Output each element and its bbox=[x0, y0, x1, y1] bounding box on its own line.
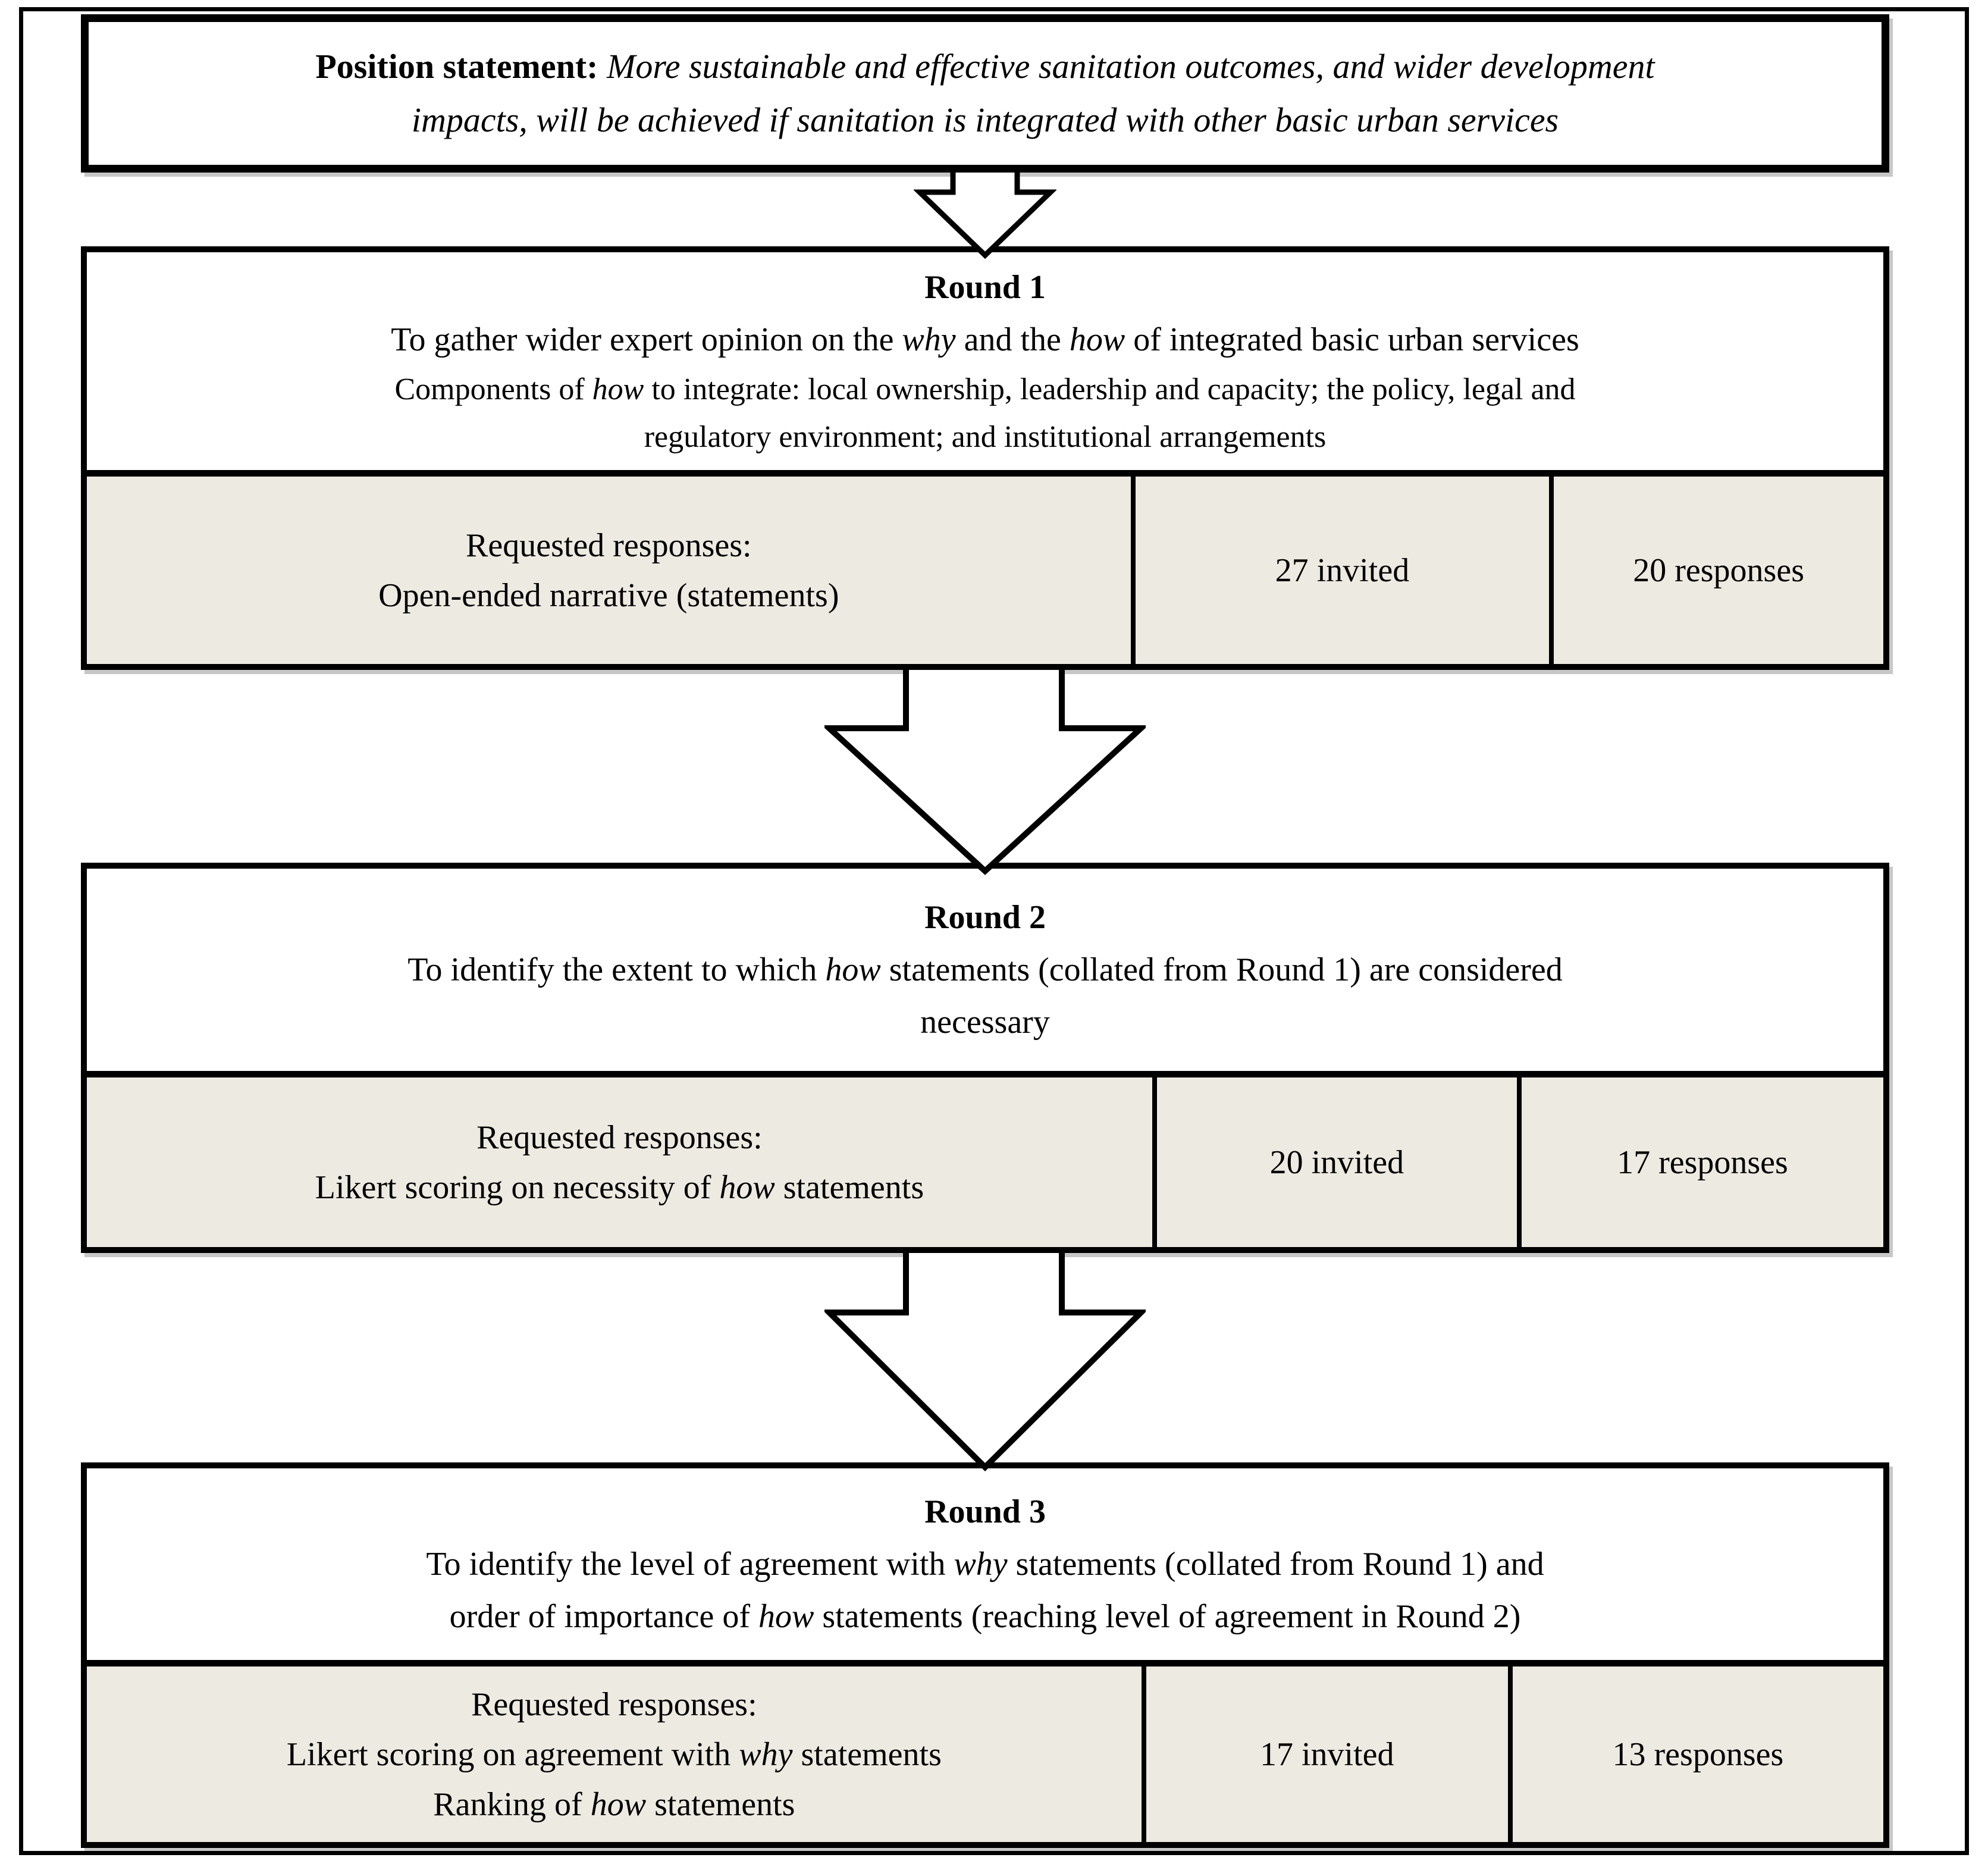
round-2-title: Round 2 bbox=[924, 899, 1046, 936]
round-3-purpose-line-1: To identify the level of agreement with … bbox=[426, 1546, 1544, 1583]
position-statement-line-2: impacts, will be achieved if sanitation … bbox=[411, 101, 1559, 139]
round-3-requested-responses-cell: Requested responses: Likert scoring on a… bbox=[87, 1666, 1142, 1842]
down-arrow-icon bbox=[824, 670, 1146, 875]
round-1-requested-type: Open-ended narrative (statements) bbox=[378, 577, 839, 614]
round-3-responses-cell: 13 responses bbox=[1507, 1666, 1883, 1842]
round-2-header: Round 2 To identify the extent to which … bbox=[87, 869, 1883, 1071]
round-1-invited-cell: 27 invited bbox=[1130, 477, 1550, 664]
round-1-title: Round 1 bbox=[924, 269, 1046, 306]
round-2-requested-label: Requested responses: bbox=[476, 1119, 763, 1156]
figure-outer-frame bbox=[19, 7, 1969, 1855]
down-arrow-icon bbox=[914, 173, 1056, 259]
round-2-box: Round 2 To identify the extent to which … bbox=[81, 863, 1889, 1253]
round-3-requested-type-2: Ranking of how statements bbox=[433, 1785, 795, 1823]
round-3-detail-row: Requested responses: Likert scoring on a… bbox=[87, 1660, 1883, 1842]
round-2-purpose-line-1: To identify the extent to which how stat… bbox=[407, 951, 1563, 988]
arrow-round-1-to-round-2 bbox=[824, 670, 1146, 877]
round-1-invited-count: 27 invited bbox=[1275, 552, 1410, 589]
arrow-round-2-to-round-3 bbox=[824, 1253, 1146, 1472]
round-1-requested-responses-cell: Requested responses: Open-ended narrativ… bbox=[87, 477, 1131, 664]
round-3-invited-count: 17 invited bbox=[1260, 1736, 1394, 1773]
round-2-invited-count: 20 invited bbox=[1269, 1144, 1404, 1181]
round-3-invited-cell: 17 invited bbox=[1141, 1666, 1508, 1842]
round-3-purpose-line-2: order of importance of how statements (r… bbox=[449, 1598, 1521, 1635]
round-1-components-line-1: Components of how to integrate: local ow… bbox=[394, 372, 1576, 406]
round-1-components-line-2: regulatory environment; and institutiona… bbox=[644, 420, 1327, 454]
position-statement-box: Position statement: More sustainable and… bbox=[81, 14, 1889, 173]
round-3-header: Round 3 To identify the level of agreeme… bbox=[87, 1468, 1883, 1660]
round-1-responses-cell: 20 responses bbox=[1549, 477, 1883, 664]
round-2-responses-cell: 17 responses bbox=[1516, 1077, 1883, 1247]
round-3-responses-count: 13 responses bbox=[1612, 1736, 1784, 1773]
round-3-requested-label: Requested responses: bbox=[471, 1686, 757, 1723]
round-1-header: Round 1 To gather wider expert opinion o… bbox=[87, 252, 1883, 470]
round-1-purpose: To gather wider expert opinion on the wh… bbox=[391, 321, 1579, 358]
round-2-detail-row: Requested responses: Likert scoring on n… bbox=[87, 1071, 1883, 1247]
round-1-detail-row: Requested responses: Open-ended narrativ… bbox=[87, 470, 1883, 664]
round-3-title: Round 3 bbox=[924, 1493, 1046, 1530]
round-2-purpose-line-2: necessary bbox=[920, 1004, 1050, 1041]
round-3-box: Round 3 To identify the level of agreeme… bbox=[81, 1462, 1889, 1848]
round-1-box: Round 1 To gather wider expert opinion o… bbox=[81, 246, 1889, 670]
round-1-responses-count: 20 responses bbox=[1633, 552, 1804, 589]
down-arrow-icon bbox=[824, 1253, 1146, 1472]
round-2-requested-responses-cell: Requested responses: Likert scoring on n… bbox=[87, 1077, 1152, 1247]
round-2-responses-count: 17 responses bbox=[1617, 1144, 1788, 1181]
round-3-requested-type-1: Likert scoring on agreement with why sta… bbox=[286, 1736, 942, 1773]
arrow-position-to-round-1 bbox=[914, 173, 1056, 259]
round-1-requested-label: Requested responses: bbox=[466, 527, 752, 564]
round-2-invited-cell: 20 invited bbox=[1152, 1077, 1517, 1247]
position-statement-line-1: Position statement: More sustainable and… bbox=[315, 47, 1655, 86]
round-2-requested-type: Likert scoring on necessity of how state… bbox=[315, 1169, 924, 1206]
